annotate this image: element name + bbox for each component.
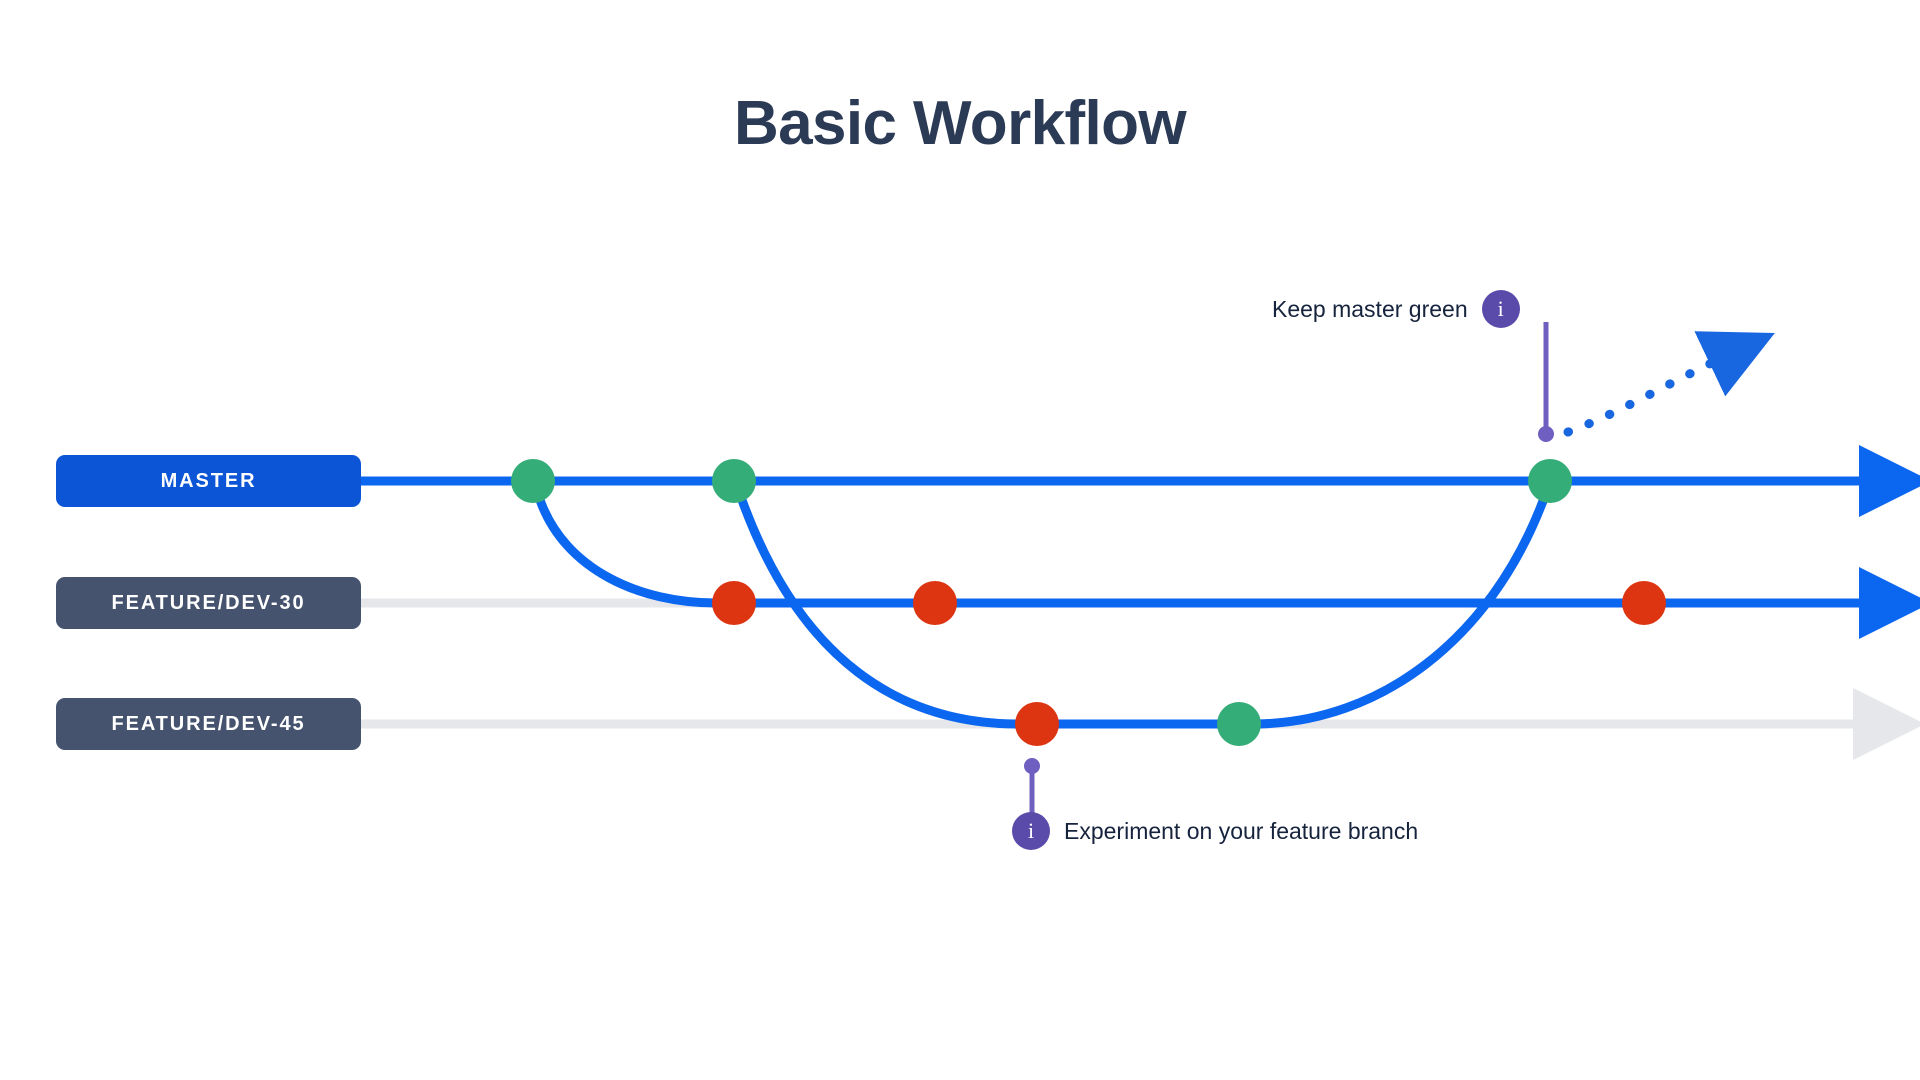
branch-label-feature-dev-30-text: FEATURE/DEV-30 <box>111 591 306 614</box>
branch-label-master-text: MASTER <box>160 469 257 492</box>
commit-master-merge[interactable] <box>1528 459 1572 503</box>
commit-dev30-3[interactable] <box>1622 581 1666 625</box>
branch-label-master[interactable]: MASTER <box>56 455 361 507</box>
branch-curve-master-to-dev30 <box>535 495 721 608</box>
annotation-connector-experiment-feature-branch <box>1024 758 1040 818</box>
annotation-experiment-feature-branch-label: Experiment on your feature branch <box>1064 817 1419 844</box>
merge-curve-dev45-to-master <box>1252 496 1548 729</box>
commit-master-1[interactable] <box>511 459 555 503</box>
annotation-keep-master-green: Keep master green i <box>1272 290 1520 328</box>
info-icon[interactable]: i <box>1012 812 1050 850</box>
commit-dev30-1[interactable] <box>712 581 756 625</box>
branch-label-feature-dev-45[interactable]: FEATURE/DEV-45 <box>56 698 361 750</box>
annotation-keep-master-green-label: Keep master green <box>1272 295 1468 322</box>
annotation-experiment-feature-branch: i Experiment on your feature branch <box>1012 812 1418 850</box>
info-icon[interactable]: i <box>1481 290 1520 328</box>
branch-label-feature-dev-30[interactable]: FEATURE/DEV-30 <box>56 577 361 629</box>
page-title: Basic Workflow <box>733 89 1187 158</box>
commit-dev30-2[interactable] <box>913 581 957 625</box>
annotation-connector-keep-master-green <box>1538 322 1554 442</box>
commit-dev45-2[interactable] <box>1217 702 1261 746</box>
branch-curve-master-to-dev45 <box>737 495 1024 729</box>
commit-master-2[interactable] <box>712 459 756 503</box>
branch-label-feature-dev-45-text: FEATURE/DEV-45 <box>111 712 306 735</box>
commit-dev45-1[interactable] <box>1015 702 1059 746</box>
future-commits-dotted-arrow <box>1563 331 1775 437</box>
